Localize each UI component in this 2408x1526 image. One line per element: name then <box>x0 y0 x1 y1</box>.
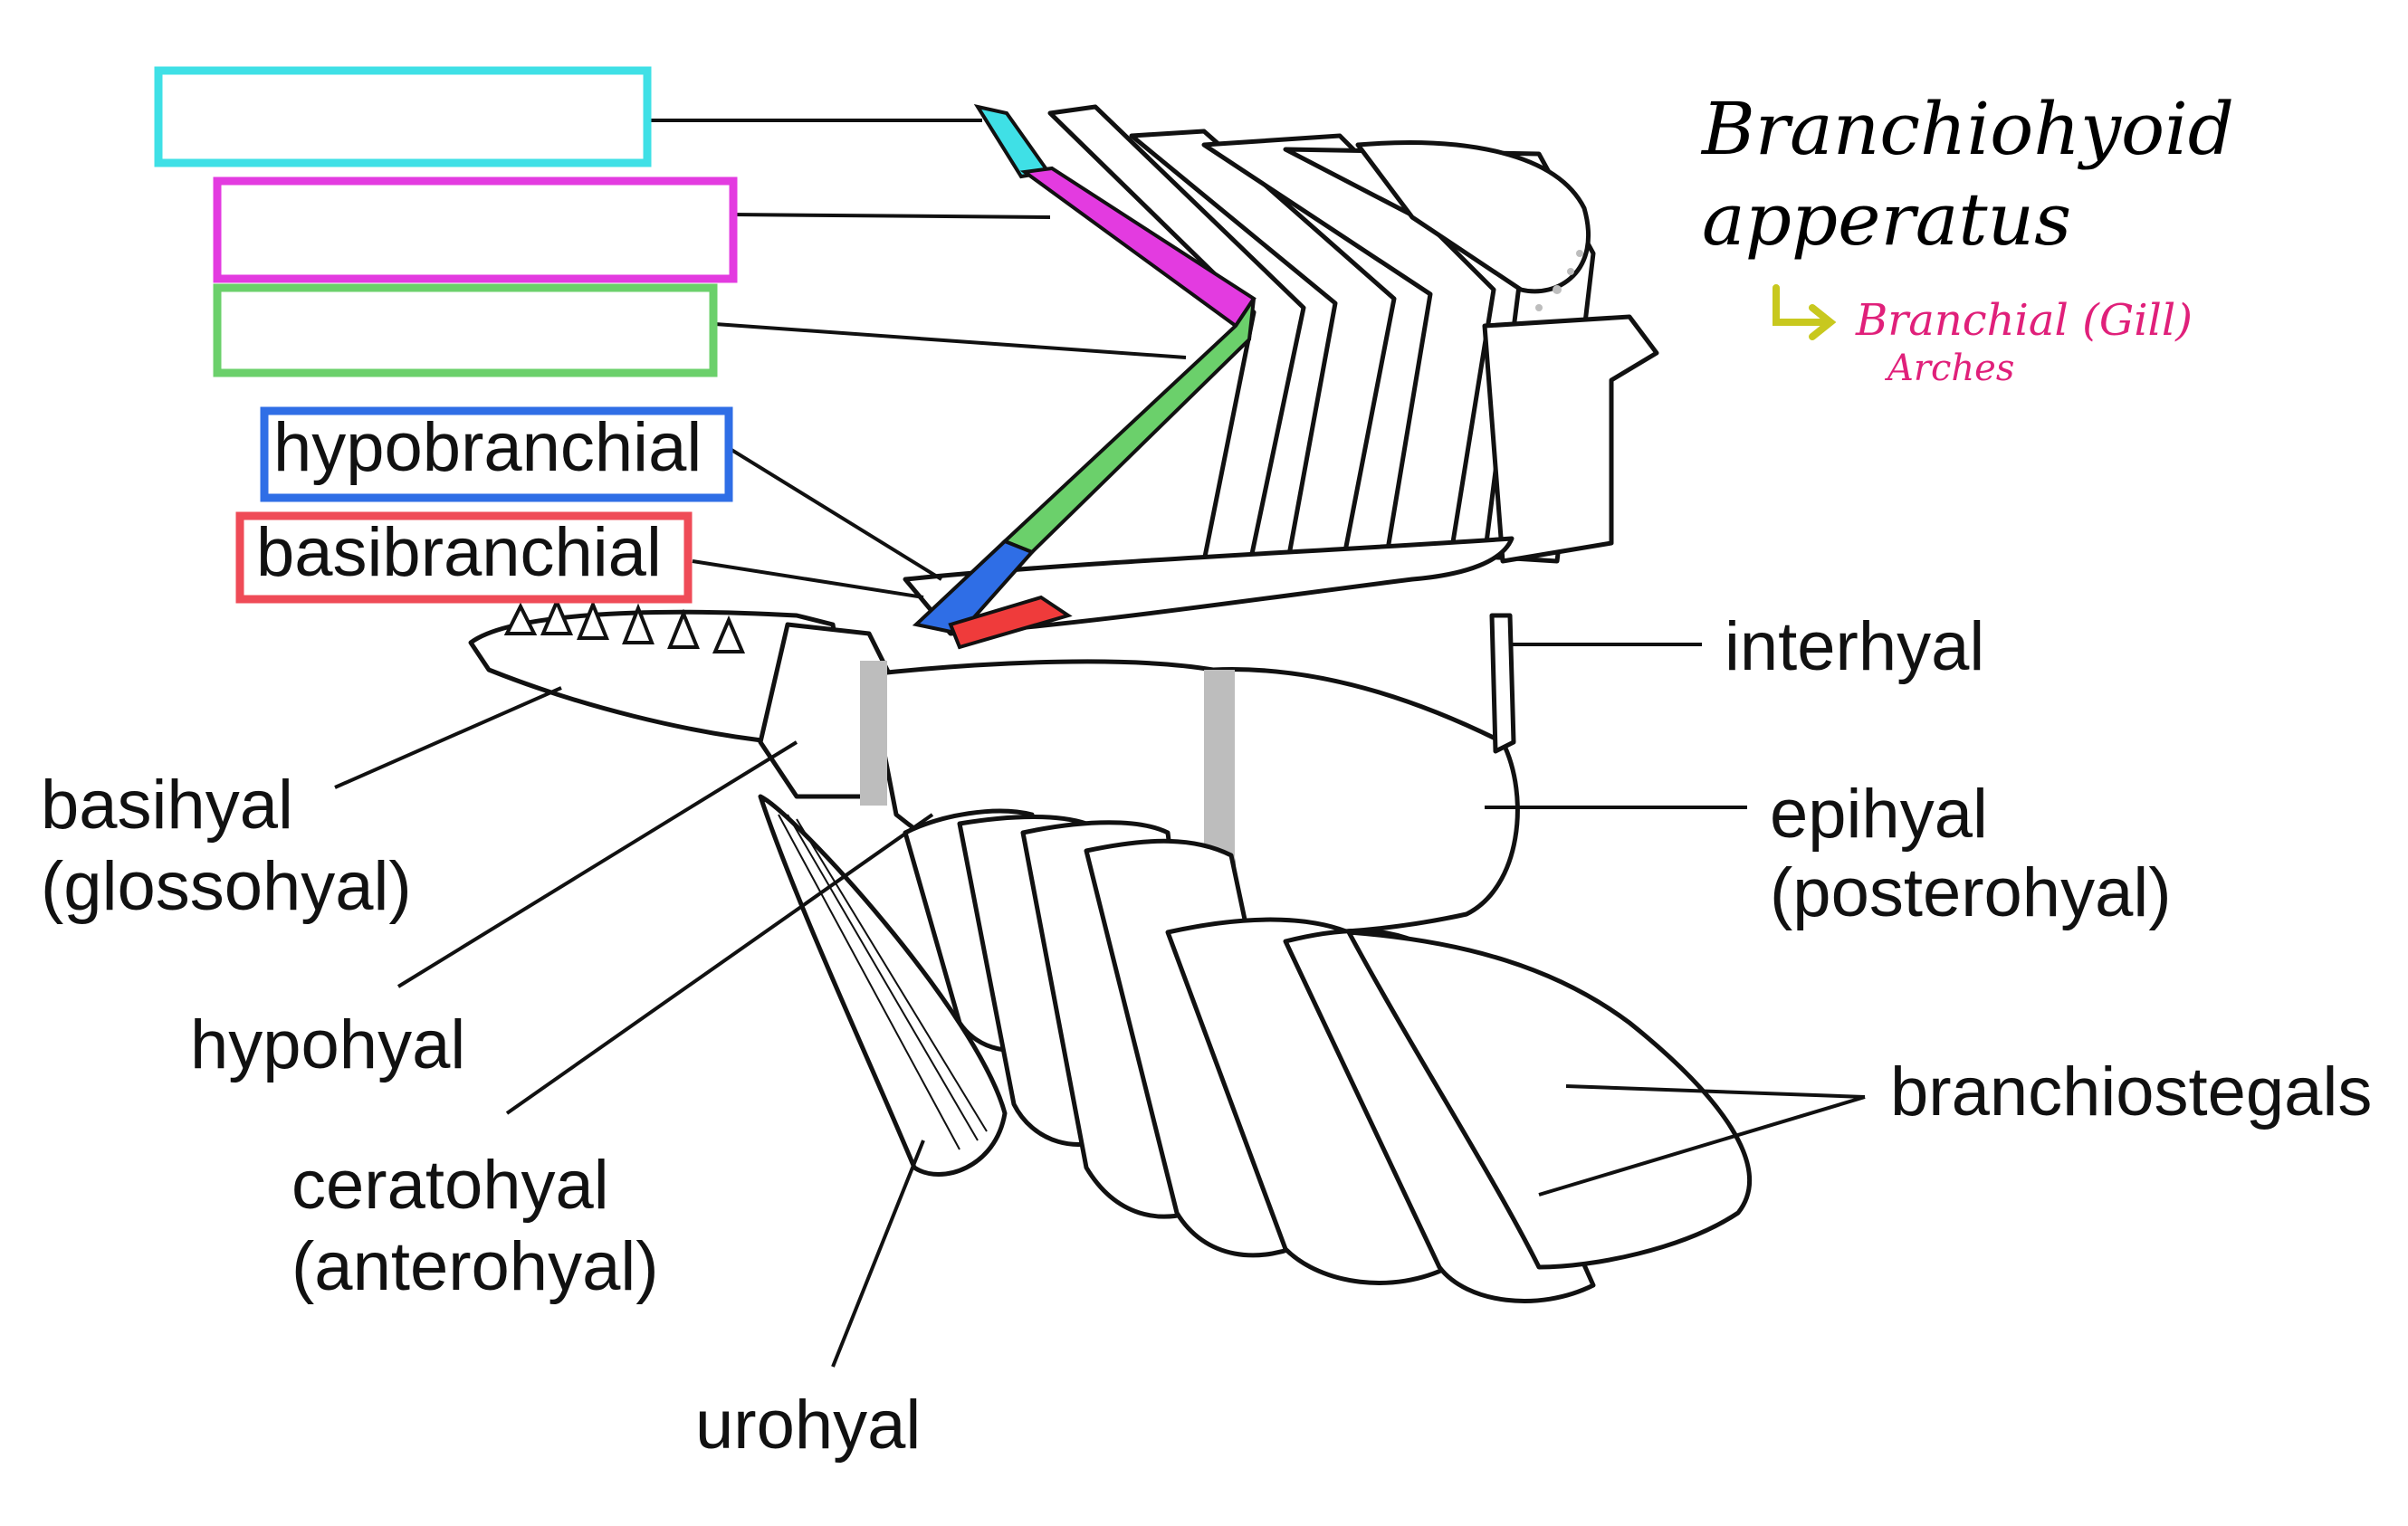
boxed-labels: hypobranchial basibranchial <box>154 66 738 604</box>
hypobranchial-box <box>260 406 733 502</box>
basibranchial-box <box>235 511 693 604</box>
epihyal-alt-label: (posterohyal) <box>1770 854 2172 931</box>
epibranchial-box <box>213 176 738 283</box>
pharyngobranchial-box <box>154 66 652 167</box>
title-line1: Branchiohyoid <box>1700 87 2234 171</box>
arrow-note-line2: Arches <box>1884 348 2014 389</box>
branchiostegals <box>903 808 1753 1303</box>
interhyal-bone <box>1489 613 1516 754</box>
ceratobranchial-box <box>213 283 718 377</box>
arrow-note-line1: Branchial (Gill) <box>1855 295 2193 346</box>
epihyal-bone <box>1210 667 1520 937</box>
ceratohyal-alt-label: (anterohyal) <box>291 1228 659 1305</box>
arrow-icon <box>1773 284 1837 340</box>
basihyal-alt-label: (glossohyal) <box>41 848 412 925</box>
pharyngobranchial-bone <box>973 104 1052 179</box>
basihyal-label: basihyal <box>41 767 293 844</box>
basibranchial-bone <box>948 595 1073 650</box>
basibranchial-label: basibranchial <box>256 514 662 591</box>
ceratohyal-label: ceratohyal <box>291 1147 609 1224</box>
hypobranchial-label: hypobranchial <box>273 409 702 486</box>
urohyal-label: urohyal <box>695 1387 921 1464</box>
title-annotation: Branchiohyoid apperatus Branchial (Gill)… <box>1700 87 2234 389</box>
hypohyal-label: hypohyal <box>190 1006 465 1083</box>
branchiostegals-label: branchiostegals <box>1890 1054 2372 1130</box>
leader-lines <box>334 119 1866 1368</box>
interhyal-label: interhyal <box>1725 608 1984 685</box>
title-line2: apperatus <box>1702 177 2071 262</box>
first-arch-highlights <box>912 104 1257 650</box>
epihyal-label: epihyal <box>1770 776 1988 853</box>
ceratobranchial-bone <box>1001 297 1256 555</box>
